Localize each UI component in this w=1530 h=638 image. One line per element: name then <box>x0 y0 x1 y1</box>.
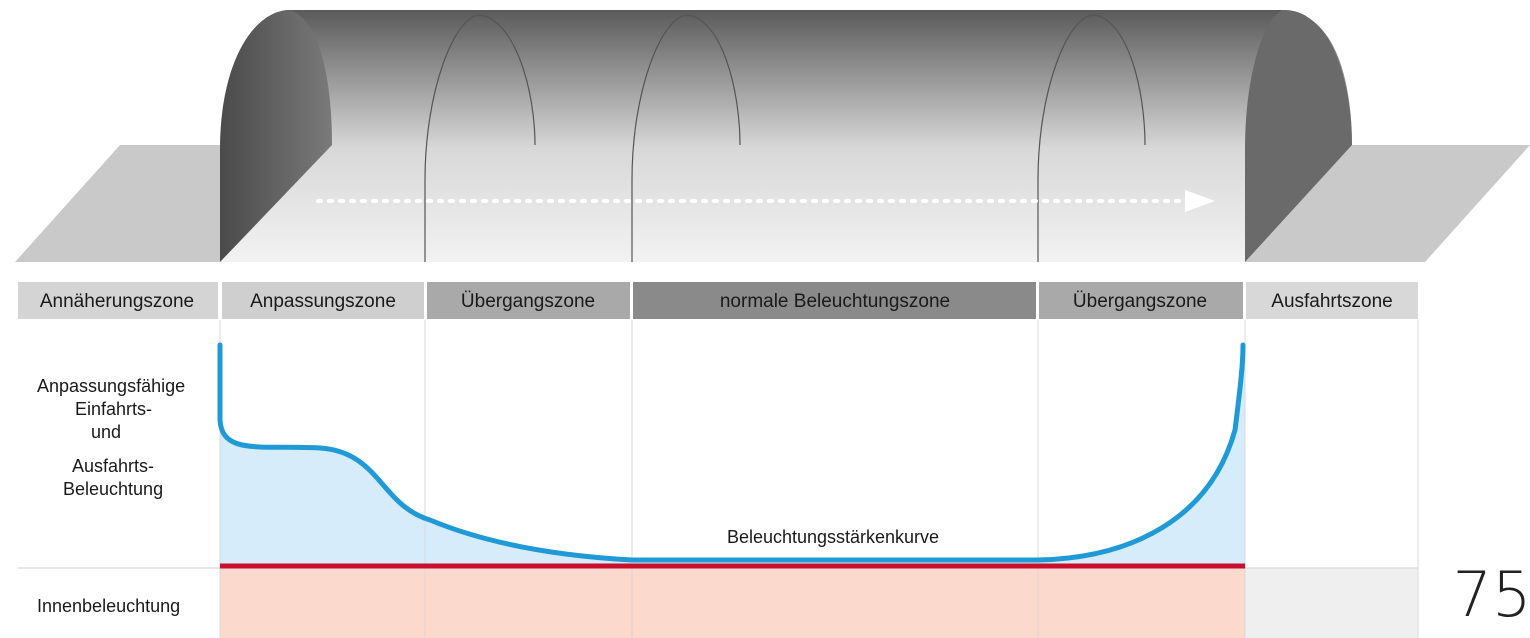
illuminance-curve <box>217 342 1246 563</box>
interior-lighting-label: Innenbeleuchtung <box>37 596 180 616</box>
interior-lighting-band <box>220 568 1245 638</box>
lighting-panel: Beleuchtungsstärkenkurve Anpassungsfähig… <box>18 320 1419 638</box>
exit-zone-band <box>1245 568 1418 638</box>
zone-label-exit: Ausfahrtszone <box>1271 291 1392 312</box>
arch-ring-3 <box>1037 14 1146 262</box>
adaptive-label-line-3: und <box>91 422 121 442</box>
zone-label-transition-2: Übergangszone <box>1073 291 1207 312</box>
adaptive-lighting-label: Anpassungsfähige Einfahrts- und Ausfahrt… <box>37 376 185 499</box>
zone-header-transition-2 <box>1039 282 1243 319</box>
zone-header-exit <box>1246 282 1418 319</box>
arch-ring-2 <box>631 14 741 262</box>
exit-portal <box>1245 10 1352 262</box>
zone-label-transition-1: Übergangszone <box>461 291 595 312</box>
adaptive-label-line-1: Anpassungsfähige <box>37 376 185 396</box>
zone-label-approach: Annäherungszone <box>40 291 194 312</box>
entrance-portal <box>220 10 332 262</box>
adaptive-label-line-2: Einfahrts- <box>75 399 152 419</box>
travel-direction-arrowhead <box>1185 190 1215 212</box>
tunnel-illustration <box>15 10 1530 262</box>
tunnel-tube <box>220 10 1352 262</box>
zone-header-approach <box>18 282 218 319</box>
illuminance-curve-fill <box>220 345 1245 565</box>
curve-label: Beleuchtungsstärkenkurve <box>727 527 939 547</box>
adaptive-label-line-4: Ausfahrts- <box>72 456 154 476</box>
zone-header-normal <box>633 282 1036 319</box>
adaptive-label-line-5: Beleuchtung <box>63 479 163 499</box>
zone-header-adaptation <box>222 282 424 319</box>
zone-header-transition-1 <box>427 282 630 319</box>
page-number: 75 <box>1453 558 1530 631</box>
zone-label-adaptation: Anpassungszone <box>250 291 396 312</box>
zone-header: Annäherungszone Anpassungszone Übergangs… <box>18 282 1418 319</box>
zone-label-normal: normale Beleuchtungszone <box>720 291 950 312</box>
arch-ring-1 <box>424 14 536 262</box>
